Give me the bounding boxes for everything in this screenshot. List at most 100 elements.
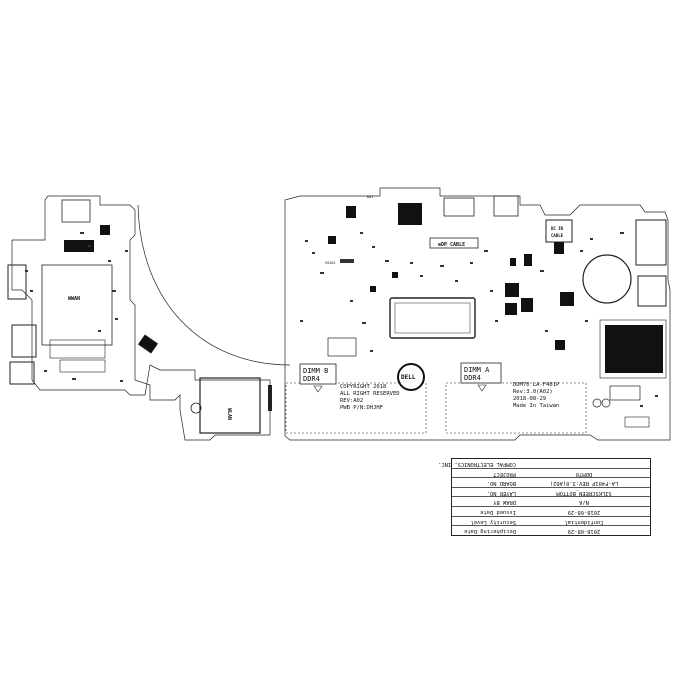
small-chip-3 xyxy=(346,206,356,218)
inductor-4 xyxy=(505,303,517,315)
dimm-b-type: DDR4 xyxy=(303,375,320,383)
dc-in-pin xyxy=(554,242,564,254)
main-board-outline xyxy=(284,187,671,441)
diagonal-connector xyxy=(138,334,158,354)
ref-kc1: KC1 xyxy=(102,231,108,235)
pb-free-mark-icon xyxy=(601,398,611,408)
pch-chip-dark xyxy=(398,203,422,225)
copyright-line-3: REV:A02 xyxy=(340,398,363,404)
top-port-2 xyxy=(493,195,519,217)
dimm-a-slot xyxy=(445,382,587,434)
title-block-row: PROJECT DDM70 xyxy=(452,469,650,479)
board-arc-cutout xyxy=(137,204,291,366)
small-chip-5 xyxy=(370,286,376,292)
copyright-line-4: PWB P/N:DHJHF xyxy=(340,405,383,411)
left-port-3 xyxy=(9,361,35,385)
copyright-line-1: COPYRIGHT 2018 xyxy=(340,384,386,390)
left-board-outline xyxy=(11,195,271,441)
dimm-a-title: DIMM A xyxy=(464,366,490,374)
dc-in-label-1: DC IN xyxy=(551,226,564,231)
title-block: COMPAL ELECTRONICS, INC. PROJECT DDM70 B… xyxy=(438,458,651,536)
small-chip-6 xyxy=(392,272,398,278)
title-block-value: Confidential xyxy=(564,518,604,525)
dimm-b-title: DIMM B xyxy=(303,367,328,375)
title-block-row: COMPAL ELECTRONICS, INC. xyxy=(438,459,650,469)
title-block-value: 2018-08-29 xyxy=(567,528,601,535)
dell-logo xyxy=(397,363,425,391)
title-block-row: BOARD NO. LA-F401P REV:3.0(A02) xyxy=(452,478,650,488)
memory-controller xyxy=(327,337,357,357)
wwan-connector-block xyxy=(41,264,113,346)
left-small-chip xyxy=(100,225,110,235)
ref-vgs: VGS01 xyxy=(325,261,336,265)
cpu-bga-inner xyxy=(394,302,471,334)
right-port-1 xyxy=(635,219,667,266)
wlan-label: WLAN xyxy=(226,408,232,420)
vgs-strip xyxy=(340,259,354,263)
title-block-key: DRAW BY xyxy=(493,499,516,506)
main-small-parts xyxy=(300,232,658,407)
wlan-connector-block xyxy=(199,377,261,434)
title-block-row: Issued Date 2018-08-29 xyxy=(452,507,650,517)
title-block-value: N/A xyxy=(579,499,589,506)
dimm-a-type: DDR4 xyxy=(464,374,481,382)
title-block-key: Issued Date xyxy=(480,509,516,515)
coin-battery xyxy=(582,254,632,304)
model-line-3: 2018-08-29 xyxy=(513,396,546,402)
dimm-b-label-box xyxy=(299,363,337,385)
dimm-a-arrow xyxy=(477,384,487,392)
title-block-value: 2018-08-29 xyxy=(567,509,601,515)
model-line-2: Rev:3.0(A02) xyxy=(513,389,553,395)
title-block-key: LAYER NO. xyxy=(486,489,516,496)
inductor-5 xyxy=(555,340,565,350)
dc-in-block xyxy=(545,219,573,243)
title-block-value: DDM70 xyxy=(575,470,593,477)
right-port-2 xyxy=(637,275,667,307)
edp-connector xyxy=(429,237,479,249)
model-line-1: DDM70 LA-F401P xyxy=(513,382,560,388)
wlan-side-bar xyxy=(268,385,272,411)
title-block-row: DRAW BY N/A xyxy=(452,497,650,507)
rohs-mark-icon xyxy=(592,398,602,408)
dc-in-label-2: CABLE xyxy=(551,233,564,238)
bottom-right-chip xyxy=(624,416,650,428)
title-block-key: PROJECT xyxy=(493,470,516,477)
top-connector xyxy=(61,199,91,223)
copyright-line-2: ALL RIGHT RESERVED xyxy=(340,391,400,397)
left-small-parts xyxy=(25,232,128,382)
small-chip-2 xyxy=(510,258,516,266)
top-port-1 xyxy=(443,197,475,217)
title-block-key: BOARD NO. xyxy=(486,480,516,487)
ec-chip-dark xyxy=(605,325,663,373)
left-connector-strip xyxy=(49,339,106,359)
dell-logo-text: DELL xyxy=(401,374,416,381)
wlan-mount-hole xyxy=(190,402,202,414)
title-block-key: COMPAL ELECTRONICS, INC. xyxy=(438,461,516,467)
ref-kd1: KD1 xyxy=(367,195,373,199)
title-block-row: Deciphering Date 2018-08-29 xyxy=(452,526,650,536)
dimm-b-slot xyxy=(285,382,427,434)
cpu-bga-area xyxy=(389,297,476,339)
bottom-chip xyxy=(609,385,641,401)
inductor-2 xyxy=(521,298,533,312)
left-chip-dark xyxy=(64,240,94,252)
dimm-b-arrow xyxy=(313,385,323,393)
left-port-2 xyxy=(11,324,37,358)
wwan-label: WWAN xyxy=(68,296,80,302)
inductor-1 xyxy=(505,283,519,297)
title-block-value: SILKSCREEN_BOTTOM xyxy=(556,489,612,496)
small-chip-1 xyxy=(524,254,532,266)
inductor-3 xyxy=(560,292,574,306)
title-block-row: Security Level Confidential xyxy=(452,517,650,527)
left-connector-strip-2 xyxy=(59,359,106,373)
title-block-key: Deciphering Date xyxy=(464,528,516,535)
edp-cable-label: eDP CABLE xyxy=(438,242,465,248)
model-line-4: Made In Taiwan xyxy=(513,403,559,409)
left-usb-port xyxy=(7,264,27,300)
title-block-value: LA-F401P REV:3.0(A02) xyxy=(549,480,619,487)
dimm-a-label-box xyxy=(460,362,502,384)
title-block-key: Security Level xyxy=(470,518,516,525)
ec-chip-outline xyxy=(599,319,667,379)
small-chip-4 xyxy=(328,236,336,244)
